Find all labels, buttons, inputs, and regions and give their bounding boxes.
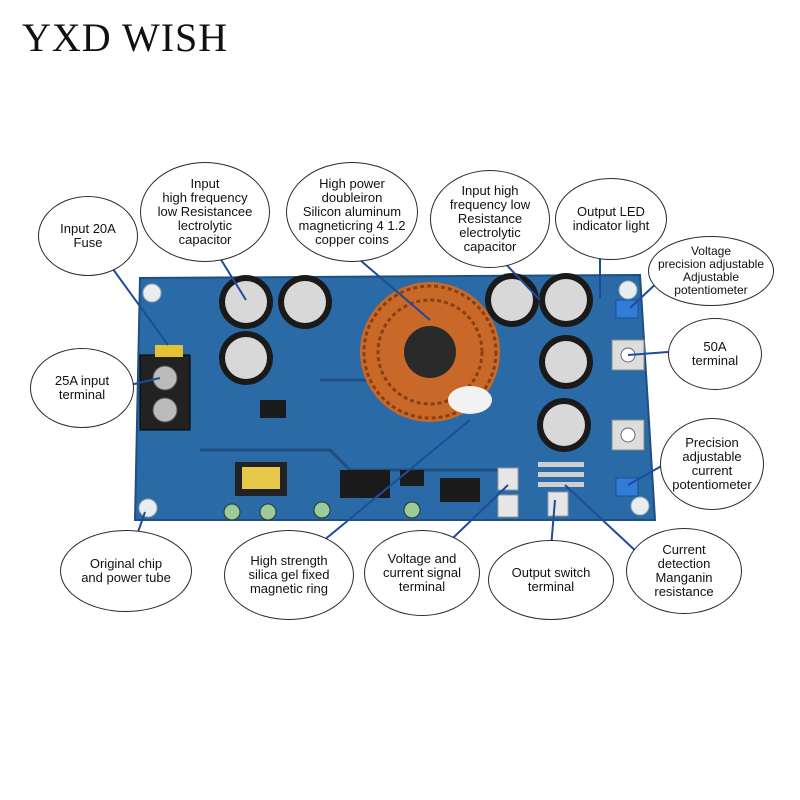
label-output-led: Output LED indicator light — [555, 178, 667, 260]
label-chip-power-tube: Original chip and power tube — [60, 530, 192, 612]
label-input-capacitor: Input high frequency low Resistanceе lec… — [140, 162, 270, 262]
label-50a-terminal: 50A terminal — [668, 318, 762, 390]
label-current-potentiometer: Precision adjustable current potentiomet… — [660, 418, 764, 510]
label-voltage-potentiometer: Voltage precision adjustable Adjustable … — [648, 236, 774, 306]
label-input-terminal: 25A input terminal — [30, 348, 134, 428]
brand-logo: YXD WISH — [22, 15, 229, 60]
label-input-fuse: Input 20A Fuse — [38, 196, 138, 276]
label-switch-terminal: Output switch terminal — [488, 540, 614, 620]
label-input-capacitor-right: Input high frequency low Resistance elec… — [430, 170, 550, 268]
capacitors — [219, 273, 593, 521]
label-silica-gel: High strength silica gel fixed magnetic … — [224, 530, 354, 620]
label-signal-terminal: Voltage and current signal terminal — [364, 530, 480, 616]
toroid-inductor — [360, 282, 500, 422]
label-manganin-resistance: Current detection Manganin resistance — [626, 528, 742, 614]
label-magnetic-ring: High power doubleiron Silicon aluminum m… — [286, 162, 418, 262]
